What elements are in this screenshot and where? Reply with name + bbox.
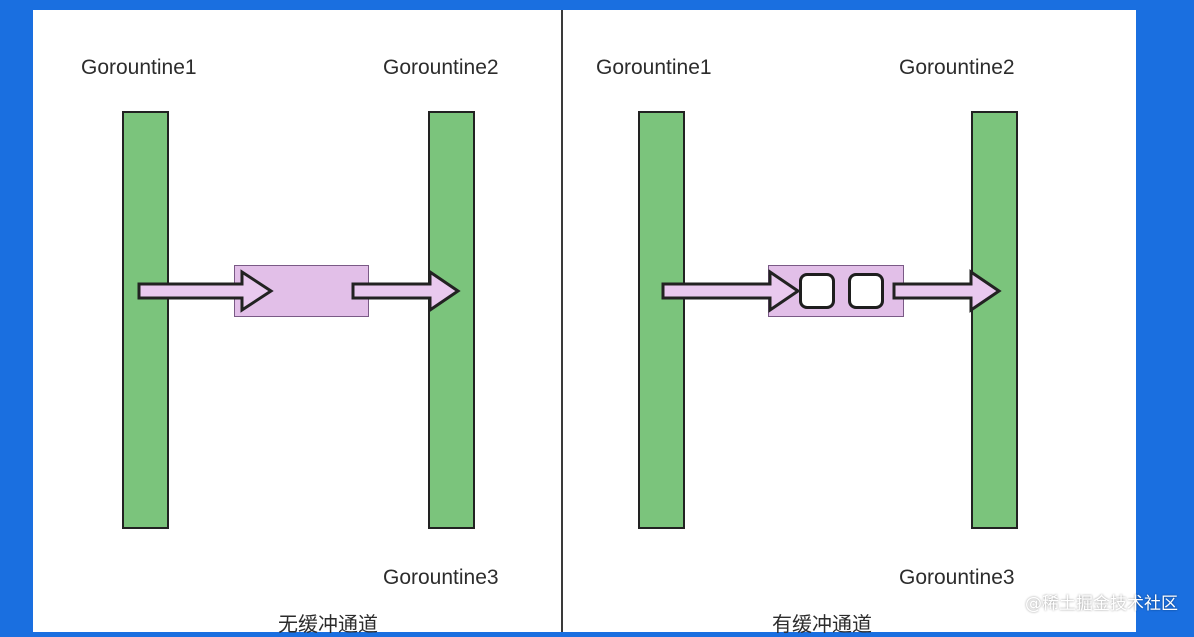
right-goroutine2-bar bbox=[971, 111, 1018, 529]
right-goroutine1-label: Gorountine1 bbox=[596, 56, 712, 79]
left-goroutine3-label: Gorountine3 bbox=[383, 566, 499, 589]
left-caption: 无缓冲通道 bbox=[278, 612, 378, 636]
right-receive-arrow-icon bbox=[892, 269, 1002, 313]
buffer-slot bbox=[799, 273, 835, 309]
left-send-arrow-icon bbox=[137, 269, 274, 313]
left-receive-arrow-icon bbox=[351, 269, 461, 313]
buffer-slot bbox=[848, 273, 884, 309]
diagram-canvas bbox=[33, 10, 1136, 632]
right-caption: 有缓冲通道 bbox=[772, 612, 872, 636]
left-goroutine1-bar bbox=[122, 111, 169, 529]
right-send-arrow-icon bbox=[661, 269, 801, 313]
right-goroutine3-label: Gorountine3 bbox=[899, 566, 1015, 589]
right-goroutine1-bar bbox=[638, 111, 685, 529]
right-goroutine2-label: Gorountine2 bbox=[899, 56, 1015, 79]
left-goroutine2-label: Gorountine2 bbox=[383, 56, 499, 79]
left-goroutine1-label: Gorountine1 bbox=[81, 56, 197, 79]
panel-divider bbox=[561, 10, 563, 632]
watermark: @稀土掘金技术社区 bbox=[1025, 594, 1178, 614]
left-goroutine2-bar bbox=[428, 111, 475, 529]
